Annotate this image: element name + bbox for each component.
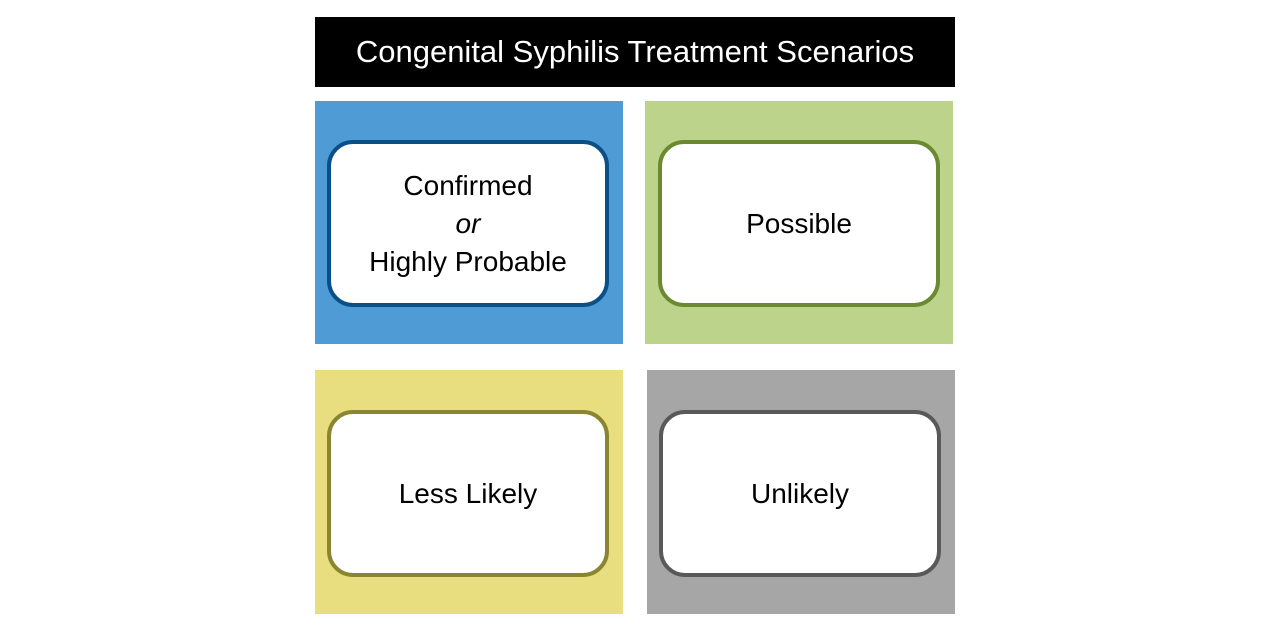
scenario-card-confirmed: Confirmed or Highly Probable: [327, 140, 609, 307]
quadrant-less-likely: Less Likely: [315, 370, 623, 614]
scenario-label-less-likely: Less Likely: [398, 477, 538, 509]
scenario-card-less-likely: Less Likely: [327, 410, 609, 577]
scenario-card-possible: Possible: [658, 140, 940, 307]
scenario-label-unlikely: Unlikely: [750, 477, 850, 509]
scenario-label-possible: Possible: [746, 207, 852, 239]
scenario-label-or: or: [455, 207, 481, 239]
diagram-title: Congenital Syphilis Treatment Scenarios: [315, 17, 955, 87]
scenario-card-unlikely: Unlikely: [659, 410, 941, 577]
quadrant-possible: Possible: [645, 101, 953, 344]
scenario-label-highly-probable: Highly Probable: [369, 245, 567, 277]
scenario-label-confirmed: Confirmed: [403, 169, 533, 201]
quadrant-confirmed: Confirmed or Highly Probable: [315, 101, 623, 344]
quadrant-unlikely: Unlikely: [647, 370, 955, 614]
